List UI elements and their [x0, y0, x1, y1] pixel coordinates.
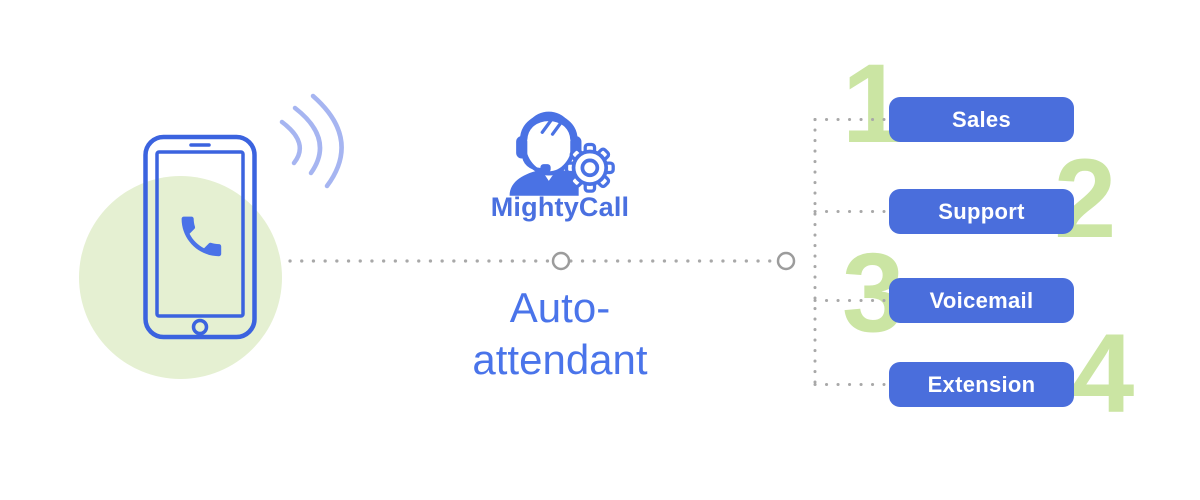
phone-body [143, 134, 257, 340]
headset-band [519, 113, 578, 141]
support-agent-gear-icon [509, 111, 615, 196]
headset-earcup-left [516, 136, 528, 159]
menu-number-4: 4 [1072, 311, 1135, 436]
phone-icon [143, 134, 257, 340]
auto-attendant-title: Auto- attendant [410, 282, 710, 386]
connector-node-icon [551, 251, 571, 271]
menu-option-support[interactable]: Support [889, 189, 1074, 234]
phone-screen [155, 150, 245, 318]
gear-icon [564, 142, 615, 193]
menu-option-voicemail[interactable]: Voicemail [889, 278, 1074, 323]
agent-body [509, 168, 579, 196]
menu-option-sales[interactable]: Sales [889, 97, 1074, 142]
menu-option-extension[interactable]: Extension [889, 362, 1074, 407]
sound-waves-icon [279, 93, 344, 189]
phone-home-button [191, 318, 209, 336]
title-line-1: Auto- [509, 284, 611, 331]
connector-node-icon [776, 251, 796, 271]
menu-option-sales-label: Sales [952, 106, 1011, 132]
headset-mic [540, 164, 551, 173]
menu-option-voicemail-label: Voicemail [929, 287, 1034, 313]
menu-option-extension-label: Extension [927, 371, 1036, 397]
caller-highlight-circle [79, 176, 282, 379]
agent-icon [509, 111, 582, 196]
menu-option-support-label: Support [938, 198, 1025, 224]
brand-wordmark: MightyCall [490, 192, 630, 222]
title-line-2: attendant [472, 336, 648, 383]
call-handset-icon [181, 216, 222, 257]
